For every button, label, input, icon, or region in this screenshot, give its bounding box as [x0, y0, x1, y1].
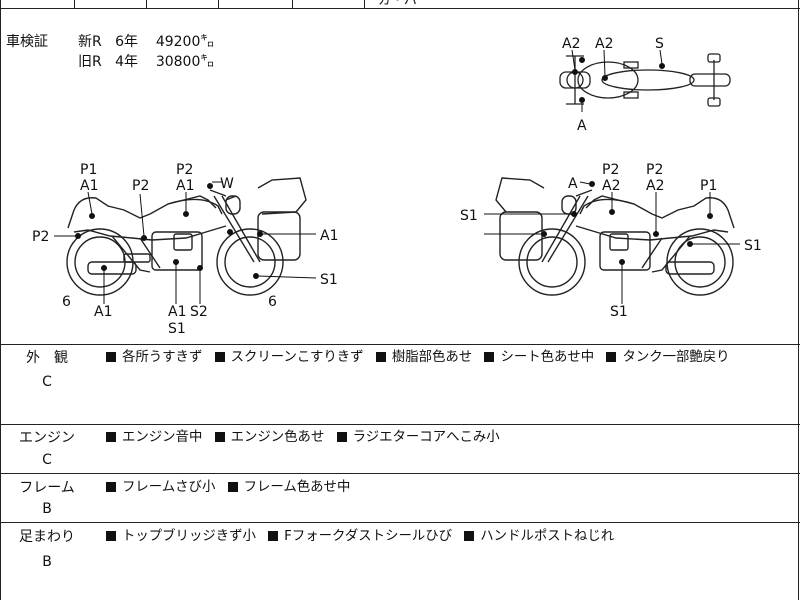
reg-km: 49200㌔: [155, 34, 215, 50]
grade-exterior: C: [42, 374, 52, 390]
section-label-suspension: 足まわり: [19, 529, 75, 545]
item: Fフォークダストシールひび: [284, 529, 453, 544]
right-view-markers: [484, 181, 740, 304]
registration-block: 車検証 新R 6年 49200㌔ 旧R 4年 30800㌔: [0, 0, 300, 90]
bullet-square-icon: [606, 352, 617, 362]
label-top-a2-1: A2: [562, 36, 580, 52]
registration-row-old: 旧R 4年 30800㌔: [78, 52, 214, 72]
top-cell-divider: [364, 0, 365, 8]
bullet-square-icon: [106, 432, 116, 442]
top-cell-divider: [292, 0, 293, 8]
bullet-square-icon: [227, 482, 238, 492]
label-left-p1: P1: [80, 162, 97, 178]
frame-left: [0, 0, 1, 600]
reg-km: 30800㌔: [155, 54, 215, 70]
label-left-a1: A1: [80, 178, 98, 194]
bullet-square-icon: [214, 352, 225, 362]
label-left-w: W: [220, 176, 234, 192]
divider: [0, 344, 800, 345]
reg-kind: 旧R: [78, 54, 102, 70]
label-left-6a: 6: [62, 294, 71, 310]
bullet-square-icon: [214, 432, 225, 442]
label-right-a2: A2: [602, 178, 620, 194]
section-label-exterior: 外 観: [26, 350, 68, 366]
divider: [0, 8, 800, 9]
top-cell-divider: [218, 0, 219, 8]
bullet-square-icon: [464, 531, 475, 541]
label-top-s: S: [655, 36, 664, 52]
label-right-s1a: S1: [460, 208, 478, 224]
item: 各所うすきず: [122, 350, 203, 365]
top-partial-text: ガ・パ: [378, 0, 418, 8]
right-side-view-motorcycle: [495, 177, 735, 296]
top-cell-divider: [146, 0, 147, 8]
label-right-a2b: A2: [646, 178, 664, 194]
item: フレームさび小: [122, 480, 216, 495]
reg-kind: 新R: [78, 34, 102, 50]
items-engine: エンジン音中 エンジン色あせ ラジエターコアへこみ小: [106, 428, 508, 448]
item: タンク一部艶戻り: [622, 350, 730, 365]
divider: [0, 473, 800, 474]
item: ハンドルポストねじれ: [480, 529, 615, 544]
items-frame: フレームさび小 フレーム色あせ中: [106, 478, 358, 498]
label-right-p2b: P2: [646, 162, 663, 178]
label-left-p2: P2: [132, 178, 149, 194]
item: トップブリッジきず小: [122, 529, 256, 544]
label-right-s1b: S1: [744, 238, 762, 254]
items-suspension: トップブリッジきず小 Fフォークダストシールひび ハンドルポストねじれ: [106, 527, 622, 547]
bullet-square-icon: [484, 352, 495, 362]
registration-row-new: 新R 6年 49200㌔: [78, 32, 214, 52]
bullet-square-icon: [268, 531, 279, 541]
label-left-s2: S2: [190, 304, 208, 320]
label-left-6b: 6: [268, 294, 277, 310]
item: シート色あせ中: [500, 350, 595, 365]
item: エンジン色あせ: [230, 430, 325, 445]
grade-engine: C: [42, 452, 52, 468]
label-left-a1d: A1: [94, 304, 112, 320]
grade-suspension: B: [42, 554, 52, 570]
bullet-square-icon: [106, 531, 116, 541]
label-left-a1e: A1: [168, 304, 186, 320]
bullet-square-icon: [106, 482, 116, 492]
item: 樹脂部色あせ: [391, 350, 473, 365]
top-view-markers: [571, 49, 665, 112]
item: エンジン音中: [122, 430, 203, 445]
diagram-labels: A2 A2 S A P1 A1 P2 P2 A1 W P2 A1 6 A1 A1…: [32, 36, 762, 337]
label-top-a: A: [577, 118, 587, 134]
item: スクリーンこすりきず: [230, 350, 364, 365]
left-side-view-motorcycle: [66, 177, 307, 296]
label-right-p2: P2: [602, 162, 619, 178]
bullet-square-icon: [106, 352, 116, 362]
top-cell-divider: [74, 0, 75, 8]
item: フレーム色あせ中: [243, 480, 351, 495]
label-left-s1b: S1: [320, 272, 338, 288]
item: ラジエターコアへこみ小: [352, 430, 500, 445]
registration-label: 車検証: [6, 34, 48, 50]
bullet-square-icon: [336, 432, 347, 442]
label-top-a2-2: A2: [595, 36, 613, 52]
label-left-a1b: A1: [176, 178, 194, 194]
bullet-square-icon: [375, 352, 386, 362]
top-view-motorcycle: [559, 53, 731, 107]
reg-years: 6年: [115, 34, 139, 50]
label-right-p1: P1: [700, 178, 717, 194]
label-left-p2c: P2: [32, 229, 49, 245]
divider: [0, 522, 800, 523]
motorcycle-damage-diagram: A2 A2 S A P1 A1 P2 P2 A1 W P2 A1 6 A1 A1…: [32, 36, 762, 337]
left-view-markers: [54, 181, 317, 304]
label-right-s1c: S1: [610, 304, 628, 320]
grade-frame: B: [42, 501, 52, 517]
reg-years: 4年: [115, 54, 139, 70]
label-left-a1c: A1: [320, 228, 338, 244]
items-exterior: 各所うすきず スクリーンこすりきず 樹脂部色あせ シート色あせ中 タンク一部艶戻…: [106, 348, 738, 368]
divider: [0, 424, 800, 425]
frame-right: [798, 0, 799, 600]
label-left-p2b: P2: [176, 162, 193, 178]
section-label-engine: エンジン: [19, 430, 75, 446]
label-left-s1: S1: [168, 321, 186, 337]
section-label-frame: フレーム: [19, 480, 75, 496]
label-right-a: A: [568, 176, 578, 192]
